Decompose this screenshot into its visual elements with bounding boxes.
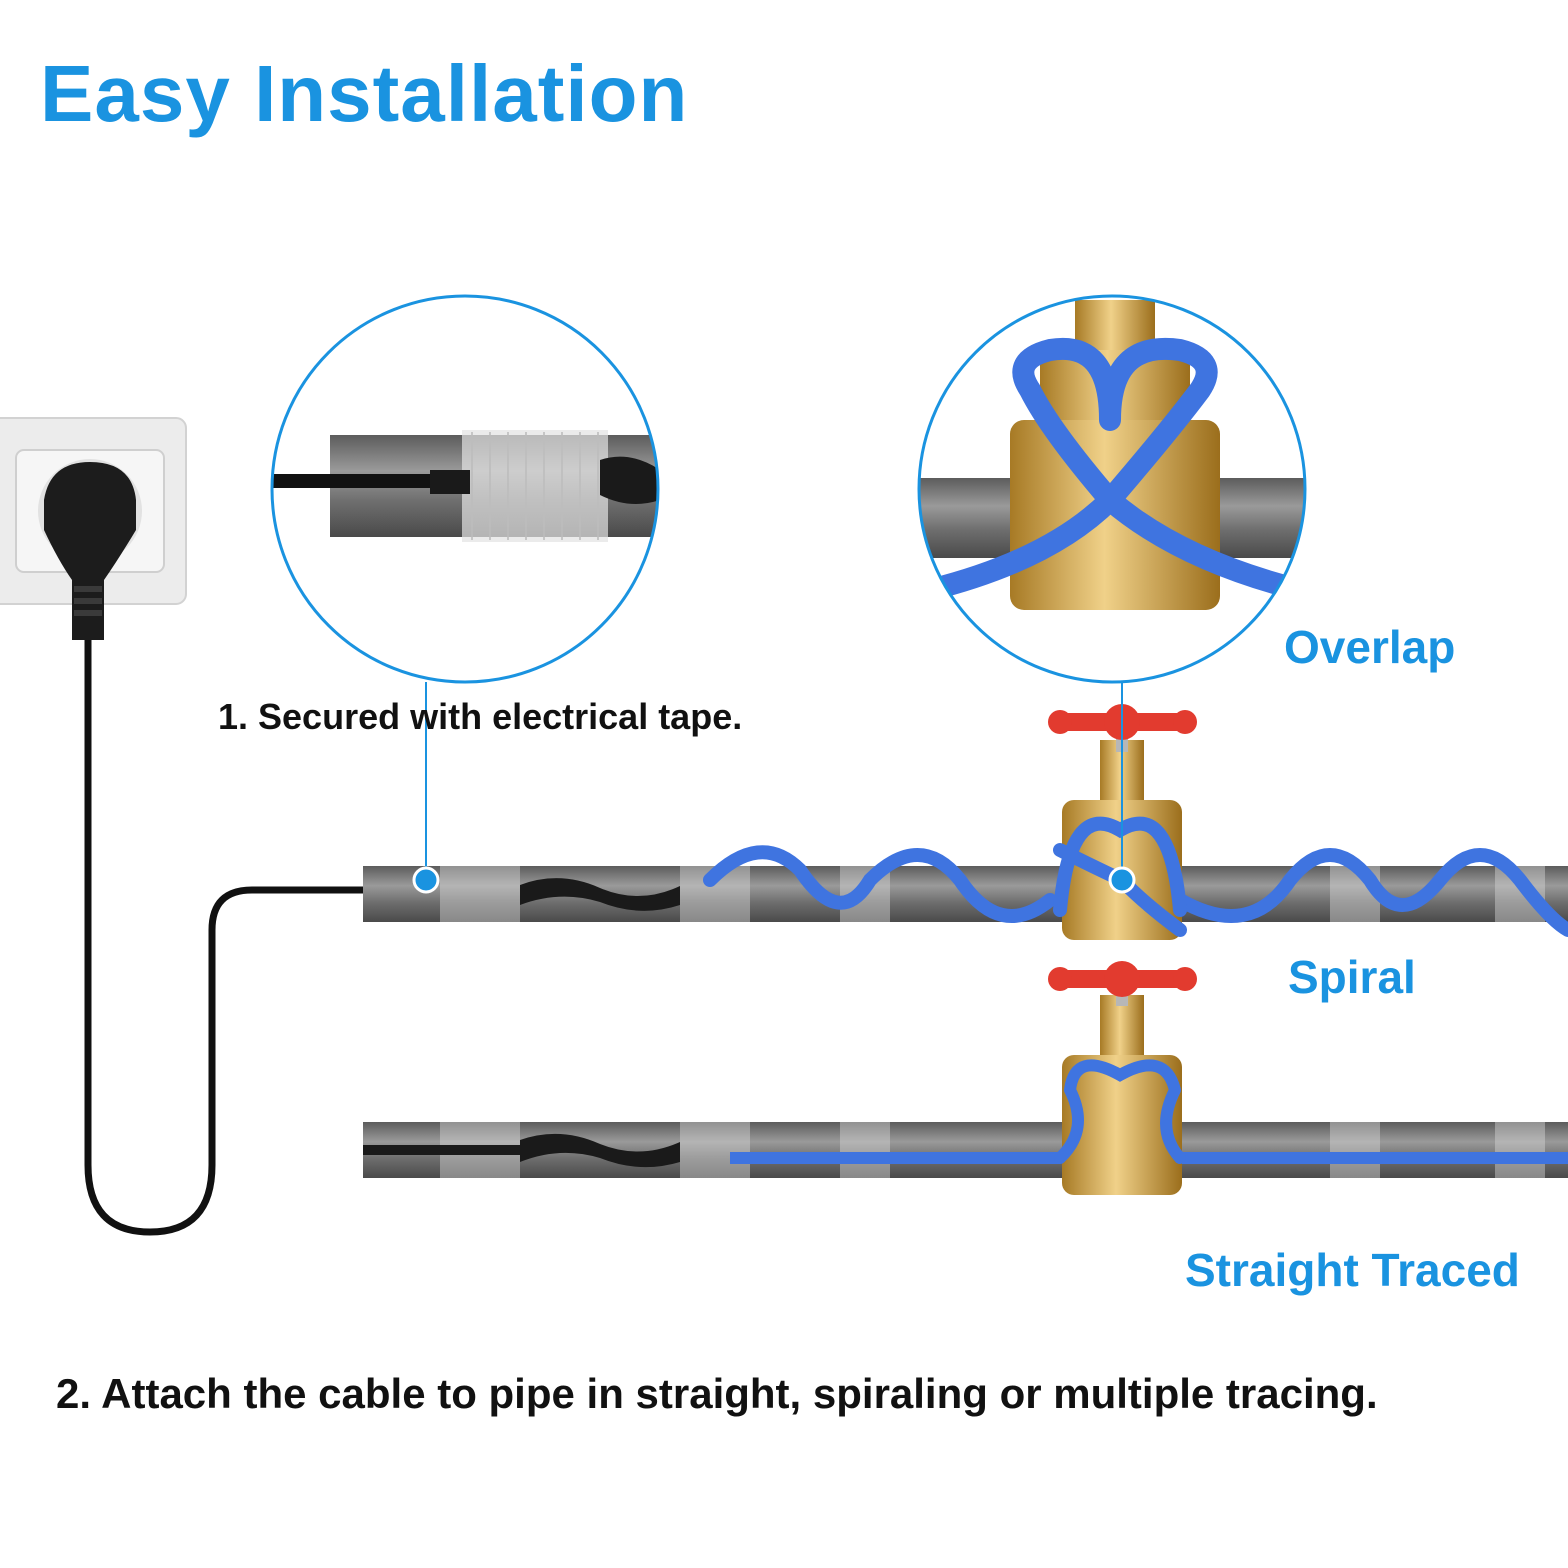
power-cord — [84, 640, 430, 1236]
pipe-spiral — [363, 845, 1568, 937]
callout-dot — [412, 866, 440, 894]
plug-icon — [44, 462, 136, 640]
step2-caption: 2. Attach the cable to pipe in straight,… — [56, 1370, 1378, 1417]
zoom-detail-overlap — [919, 296, 1305, 682]
valve-icon — [1048, 961, 1197, 1195]
pipe-straight — [363, 1122, 1568, 1178]
method-overlap-label: Overlap — [1284, 621, 1456, 673]
callout-dot — [1108, 866, 1136, 894]
method-spiral-label: Spiral — [1288, 951, 1416, 1003]
page-title: Easy Installation — [40, 49, 689, 138]
method-straight-label: Straight Traced — [1185, 1244, 1520, 1296]
zoom-circle-icon — [917, 294, 1307, 684]
step1-caption: 1. Secured with electrical tape. — [218, 696, 743, 737]
zoom-detail-tape — [272, 296, 658, 682]
zoom-circle-icon — [270, 294, 660, 684]
